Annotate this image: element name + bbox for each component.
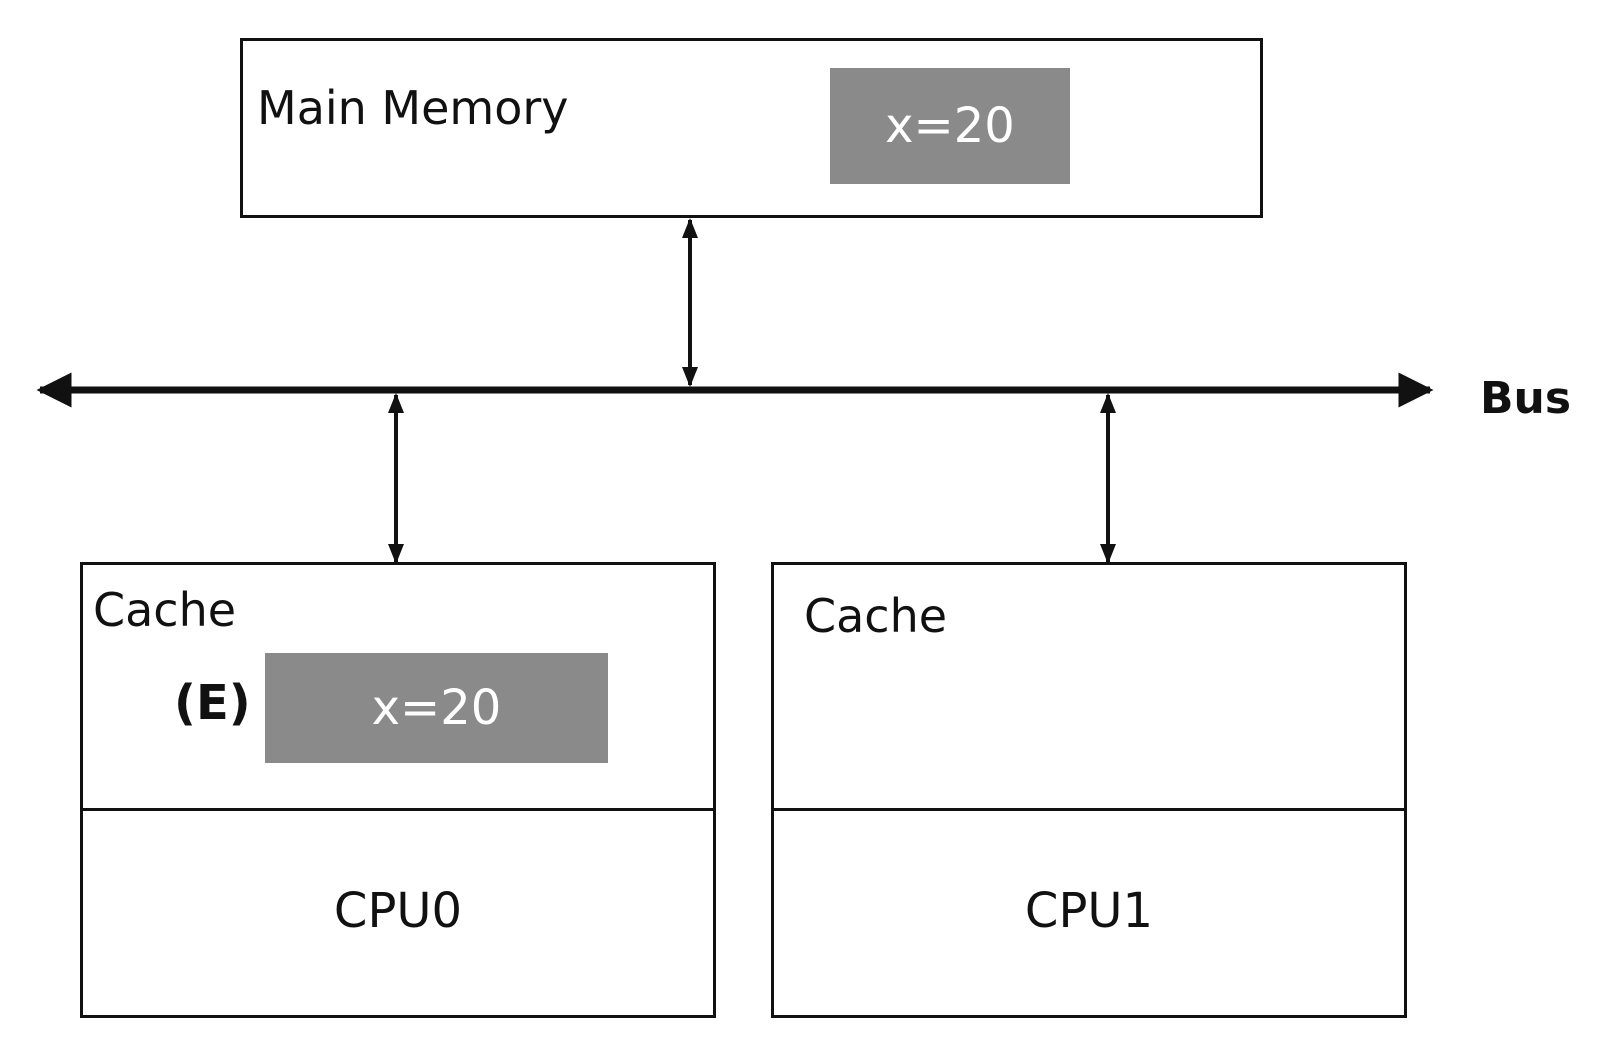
cpu0-cache-state: (E) (174, 675, 251, 731)
cpu0-cache-divider (83, 808, 713, 811)
cpu0-node: Cache (E) x=20 CPU0 (80, 562, 716, 1018)
main-memory-label: Main Memory (257, 81, 569, 135)
cpu0-label: CPU0 (333, 883, 463, 939)
main-memory-box: Main Memory x=20 (240, 38, 1263, 218)
memory-value-cell: x=20 (830, 68, 1070, 184)
cpu1-cache-divider (774, 808, 1404, 811)
bus-label: Bus (1480, 373, 1572, 424)
cpu0-cache-label: Cache (93, 583, 237, 637)
cpu1-cache-label: Cache (804, 589, 948, 643)
cpu0-cache-value-cell: x=20 (265, 653, 608, 763)
cpu1-node: Cache CPU1 (771, 562, 1407, 1018)
cpu1-label: CPU1 (1024, 883, 1154, 939)
